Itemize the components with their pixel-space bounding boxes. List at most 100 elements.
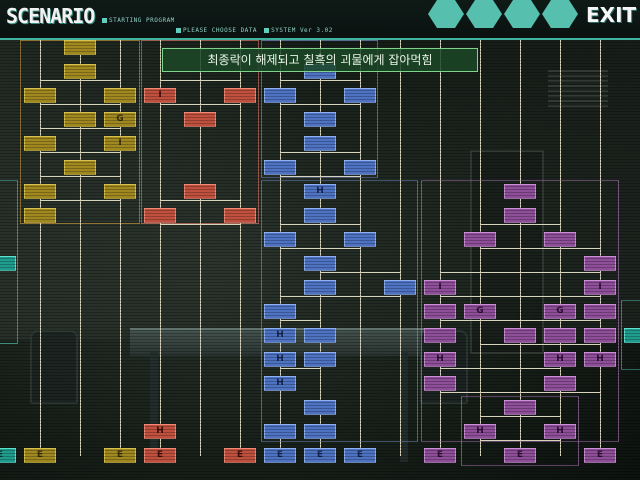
- scene-node-h[interactable]: H: [584, 352, 616, 367]
- scene-node[interactable]: [24, 208, 56, 223]
- connector-line: [40, 200, 120, 201]
- scene-node-e[interactable]: E: [304, 448, 336, 463]
- scene-node-i[interactable]: I: [104, 136, 136, 151]
- scene-node[interactable]: [544, 232, 576, 247]
- scene-node[interactable]: [304, 400, 336, 415]
- scene-node[interactable]: [584, 256, 616, 271]
- header-status-line: STARTING PROGRAM: [102, 17, 175, 24]
- scene-node[interactable]: [304, 112, 336, 127]
- connector-line: [40, 176, 120, 177]
- scene-node[interactable]: [64, 64, 96, 79]
- scene-node[interactable]: [424, 376, 456, 391]
- scene-node[interactable]: [184, 184, 216, 199]
- scene-node[interactable]: [384, 280, 416, 295]
- scene-node[interactable]: [304, 256, 336, 271]
- scene-node[interactable]: [504, 184, 536, 199]
- scene-node[interactable]: [64, 160, 96, 175]
- scene-node[interactable]: [104, 88, 136, 103]
- scene-node-g[interactable]: G: [464, 304, 496, 319]
- scene-node-e[interactable]: E: [0, 448, 16, 463]
- scene-node-g[interactable]: G: [104, 112, 136, 127]
- connector-line: [480, 248, 600, 249]
- scene-node-e[interactable]: E: [424, 448, 456, 463]
- scene-node-h[interactable]: H: [424, 352, 456, 367]
- square-icon: [176, 28, 181, 33]
- connector-line: [160, 80, 240, 81]
- scene-node[interactable]: [264, 232, 296, 247]
- scene-node-e[interactable]: E: [144, 448, 176, 463]
- scene-node-i[interactable]: I: [584, 280, 616, 295]
- scene-node-e[interactable]: E: [224, 448, 256, 463]
- square-icon: [102, 18, 107, 23]
- background-table-leg: [400, 352, 408, 462]
- scene-node[interactable]: [184, 112, 216, 127]
- scene-node[interactable]: [264, 304, 296, 319]
- connector-line: [480, 416, 560, 417]
- scene-node[interactable]: [344, 88, 376, 103]
- scene-node-i[interactable]: I: [424, 280, 456, 295]
- hexagon-icon: [542, 0, 578, 28]
- scene-node[interactable]: [264, 160, 296, 175]
- scene-node[interactable]: [344, 232, 376, 247]
- scene-node-h[interactable]: H: [464, 424, 496, 439]
- scene-node-e[interactable]: E: [504, 448, 536, 463]
- scene-node-g[interactable]: G: [544, 304, 576, 319]
- scene-node-e[interactable]: E: [24, 448, 56, 463]
- scene-node[interactable]: [304, 208, 336, 223]
- scene-node-e[interactable]: E: [264, 448, 296, 463]
- scene-node-e[interactable]: E: [104, 448, 136, 463]
- scene-node[interactable]: [64, 40, 96, 55]
- connector-line: [280, 368, 320, 369]
- scene-node-h[interactable]: H: [264, 376, 296, 391]
- scene-node-h[interactable]: H: [264, 352, 296, 367]
- connector-line: [480, 224, 560, 225]
- scene-node[interactable]: [24, 136, 56, 151]
- scene-node-h[interactable]: H: [304, 184, 336, 199]
- scene-node[interactable]: [24, 184, 56, 199]
- scene-node[interactable]: [424, 328, 456, 343]
- header-bar: SCENARIO STARTING PROGRAM PLEASE CHOOSE …: [0, 0, 640, 40]
- scene-node[interactable]: [104, 184, 136, 199]
- connector-line: [160, 200, 240, 201]
- connector-line: [480, 344, 600, 345]
- connector-line: [160, 104, 240, 105]
- scene-node[interactable]: [304, 352, 336, 367]
- scene-node[interactable]: [304, 280, 336, 295]
- scene-node[interactable]: [24, 88, 56, 103]
- scene-node-i[interactable]: I: [144, 88, 176, 103]
- scene-node-h[interactable]: H: [544, 424, 576, 439]
- scene-node[interactable]: [224, 88, 256, 103]
- scene-node-h[interactable]: H: [144, 424, 176, 439]
- scene-node-e[interactable]: E: [584, 448, 616, 463]
- scene-node-e[interactable]: E: [344, 448, 376, 463]
- scene-node[interactable]: [344, 160, 376, 175]
- scene-node[interactable]: [304, 424, 336, 439]
- exit-button[interactable]: EXIT: [586, 3, 637, 27]
- scene-node[interactable]: [264, 424, 296, 439]
- connector-line: [40, 104, 120, 105]
- connector-line: [440, 296, 600, 297]
- scene-node[interactable]: [584, 304, 616, 319]
- scene-node[interactable]: [544, 376, 576, 391]
- scene-node[interactable]: [144, 208, 176, 223]
- scene-node[interactable]: [504, 328, 536, 343]
- scene-node[interactable]: [544, 328, 576, 343]
- scene-node[interactable]: [264, 88, 296, 103]
- scene-node-h[interactable]: H: [544, 352, 576, 367]
- background-window: [548, 70, 608, 110]
- scene-node[interactable]: [0, 256, 16, 271]
- scene-node[interactable]: [584, 328, 616, 343]
- scene-node[interactable]: [424, 304, 456, 319]
- scene-node[interactable]: [504, 208, 536, 223]
- scene-node[interactable]: [304, 136, 336, 151]
- scene-node[interactable]: [624, 328, 640, 343]
- scene-node[interactable]: [464, 232, 496, 247]
- scene-node[interactable]: [224, 208, 256, 223]
- scene-node[interactable]: [304, 328, 336, 343]
- scene-node[interactable]: [64, 112, 96, 127]
- hexagon-icon: [428, 0, 464, 28]
- connector-line: [440, 320, 600, 321]
- connector-line: [160, 224, 240, 225]
- scene-node-h[interactable]: H: [264, 328, 296, 343]
- scene-node[interactable]: [504, 400, 536, 415]
